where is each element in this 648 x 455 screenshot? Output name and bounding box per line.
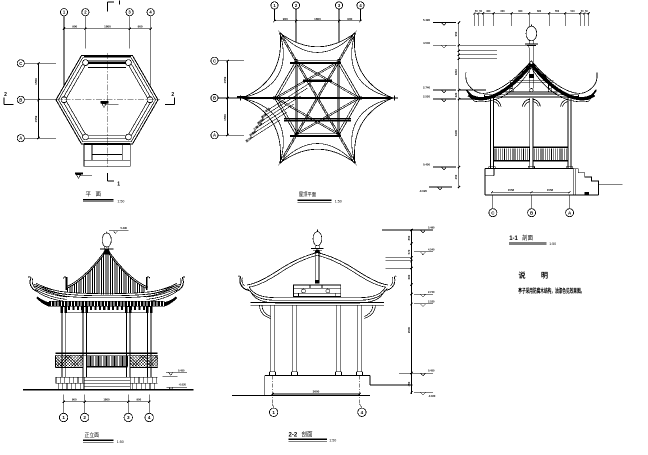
svg-text:2.740: 2.740 xyxy=(423,86,430,90)
svg-text:面: 面 xyxy=(96,191,102,198)
svg-text:4: 4 xyxy=(148,415,151,420)
svg-text:老戗: 老戗 xyxy=(263,107,271,114)
svg-text:剖面: 剖面 xyxy=(522,234,533,242)
svg-text:3600: 3600 xyxy=(313,390,320,394)
svg-text:1:50: 1:50 xyxy=(117,440,124,444)
svg-text:2.520: 2.520 xyxy=(423,95,430,99)
svg-text:1-1: 1-1 xyxy=(509,236,518,242)
svg-text:嫩戗: 嫩戗 xyxy=(260,113,267,120)
svg-text:4.540: 4.540 xyxy=(428,248,435,252)
svg-text:B: B xyxy=(19,97,22,102)
svg-text:1800: 1800 xyxy=(314,17,321,21)
svg-text:1:50: 1:50 xyxy=(335,200,342,204)
svg-text:2: 2 xyxy=(83,415,86,420)
svg-text:4: 4 xyxy=(361,410,364,415)
svg-text:3: 3 xyxy=(128,10,131,15)
svg-text:510: 510 xyxy=(570,10,575,13)
svg-text:C: C xyxy=(491,210,495,215)
svg-text:4: 4 xyxy=(149,10,152,15)
svg-text:C: C xyxy=(213,58,216,63)
svg-text:1559: 1559 xyxy=(34,78,38,85)
svg-text:屋顶平面: 屋顶平面 xyxy=(299,191,317,198)
svg-text:1810: 1810 xyxy=(454,68,458,75)
svg-text:说: 说 xyxy=(519,270,526,279)
svg-text:B: B xyxy=(530,210,534,215)
svg-text:2.520: 2.520 xyxy=(428,299,435,303)
svg-text:220: 220 xyxy=(454,92,458,97)
svg-text:2: 2 xyxy=(4,92,7,98)
svg-text:900: 900 xyxy=(138,25,143,29)
svg-text:570: 570 xyxy=(407,249,411,254)
svg-text:450: 450 xyxy=(407,381,411,386)
svg-text:1558: 1558 xyxy=(547,188,554,192)
svg-text:A: A xyxy=(19,136,22,141)
svg-text:3400: 3400 xyxy=(454,129,458,136)
svg-text:4: 4 xyxy=(359,3,362,8)
svg-text:1: 1 xyxy=(272,410,275,415)
svg-text:850: 850 xyxy=(407,235,411,240)
svg-text:1: 1 xyxy=(62,415,65,420)
svg-text:2: 2 xyxy=(84,10,87,15)
svg-text:1559: 1559 xyxy=(223,114,227,121)
svg-text:50: 50 xyxy=(475,10,478,13)
svg-text:600: 600 xyxy=(501,10,506,13)
svg-text:正立面: 正立面 xyxy=(85,431,100,439)
svg-text:1559: 1559 xyxy=(223,76,227,83)
svg-text:680: 680 xyxy=(537,10,542,13)
svg-text:0.450: 0.450 xyxy=(178,368,185,372)
svg-text:360: 360 xyxy=(486,10,491,13)
svg-text:1: 1 xyxy=(63,10,66,15)
svg-text:0.450: 0.450 xyxy=(428,369,435,373)
svg-text:1: 1 xyxy=(117,182,120,188)
svg-text:里口木: 里口木 xyxy=(245,135,254,143)
svg-text:封檐板: 封檐板 xyxy=(249,129,258,137)
svg-text:1:50: 1:50 xyxy=(329,438,336,442)
svg-text:900: 900 xyxy=(283,17,288,21)
svg-text:立脚飞椽: 立脚飞椽 xyxy=(252,121,263,131)
svg-text:摔网椽: 摔网椽 xyxy=(256,117,265,125)
svg-text:1:50: 1:50 xyxy=(117,199,124,203)
svg-text:-0.020: -0.020 xyxy=(428,394,436,398)
svg-text:1: 1 xyxy=(273,3,276,8)
svg-text:1800: 1800 xyxy=(104,25,111,29)
svg-text:2-2: 2-2 xyxy=(289,432,298,438)
svg-text:50: 50 xyxy=(581,10,584,13)
svg-text:5.490: 5.490 xyxy=(428,226,435,230)
svg-text:-0.020: -0.020 xyxy=(419,189,427,193)
svg-text:1:50: 1:50 xyxy=(549,242,556,246)
svg-text:900: 900 xyxy=(136,398,141,402)
svg-text:1800: 1800 xyxy=(103,398,110,402)
svg-text:2500: 2500 xyxy=(407,326,411,333)
svg-text:3: 3 xyxy=(338,3,341,8)
svg-text:900: 900 xyxy=(72,25,77,29)
svg-text:4.540: 4.540 xyxy=(423,41,430,45)
svg-text:A: A xyxy=(568,210,572,215)
svg-text:-0.020: -0.020 xyxy=(179,383,187,387)
svg-text:0.450: 0.450 xyxy=(423,163,430,167)
svg-text:660: 660 xyxy=(407,274,411,279)
svg-text:亭子采用防腐木结构，油漆色见效果图。: 亭子采用防腐木结构，油漆色见效果图。 xyxy=(518,287,584,295)
svg-text:900: 900 xyxy=(347,17,352,21)
svg-text:剖面: 剖面 xyxy=(302,430,313,438)
svg-text:B: B xyxy=(213,96,216,101)
svg-text:明: 明 xyxy=(541,270,548,279)
svg-text:2: 2 xyxy=(295,3,298,8)
svg-text:1558: 1558 xyxy=(508,188,515,192)
svg-text:5.490: 5.490 xyxy=(423,18,430,22)
svg-text:1559: 1559 xyxy=(34,115,38,122)
svg-text:3: 3 xyxy=(127,415,130,420)
svg-text:550: 550 xyxy=(555,10,560,13)
svg-text:50: 50 xyxy=(479,10,482,13)
svg-text:900: 900 xyxy=(72,398,77,402)
svg-text:平: 平 xyxy=(86,191,92,198)
svg-text:50: 50 xyxy=(585,10,588,13)
svg-text:950: 950 xyxy=(454,31,458,36)
svg-text:450: 450 xyxy=(454,174,458,179)
svg-text:2.740: 2.740 xyxy=(428,290,435,294)
svg-text:2: 2 xyxy=(171,92,174,98)
svg-text:5.490: 5.490 xyxy=(121,226,128,230)
svg-text:C: C xyxy=(19,61,22,66)
svg-text:600: 600 xyxy=(518,10,523,13)
svg-text:A: A xyxy=(213,133,216,138)
